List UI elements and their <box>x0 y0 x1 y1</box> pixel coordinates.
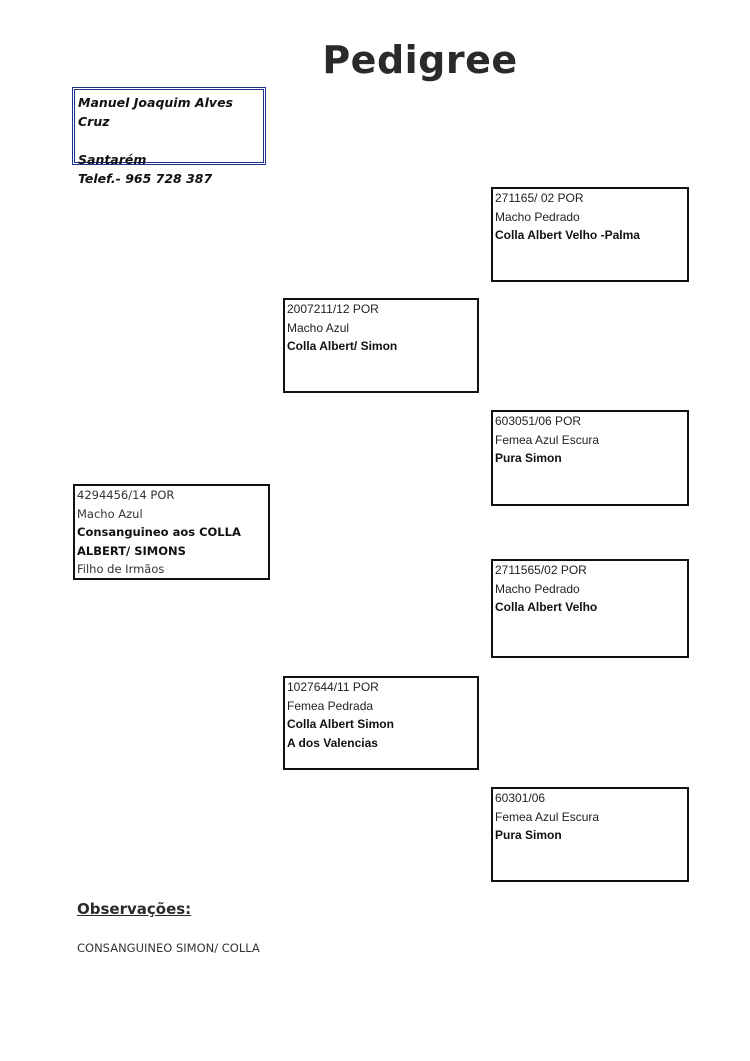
dam-dam-box: 60301/06 Femea Azul Escura Pura Simon <box>491 787 689 882</box>
subject-description: Macho Azul <box>77 506 143 521</box>
dam-description: Femea Pedrada <box>287 698 374 713</box>
dam-line-2: A dos Valencias <box>287 735 378 750</box>
sire-box: 2007211/12 POR Macho Azul Colla Albert/ … <box>283 298 479 393</box>
dam-line-1: Colla Albert Simon <box>287 717 394 731</box>
owner-spacer <box>78 131 261 150</box>
dam-sire-ring: 2711565/02 POR <box>495 563 587 577</box>
owner-city: Santarém <box>78 152 147 167</box>
owner-name: Manuel Joaquim Alves Cruz <box>78 95 233 129</box>
subject-box: 4294456/14 POR Macho Azul Consanguineo a… <box>73 484 270 580</box>
owner-phone: Telef.- 965 728 387 <box>78 171 213 186</box>
subject-ring: 4294456/14 POR <box>77 488 175 502</box>
sire-sire-description: Macho Pedrado <box>495 209 580 224</box>
subject-line-2: ALBERT/ SIMONS <box>77 543 186 558</box>
sire-line-1: Colla Albert/ Simon <box>287 339 398 353</box>
subject-note: Filho de Irmãos <box>77 562 165 576</box>
dam-sire-line-1: Colla Albert Velho <box>495 600 598 614</box>
observations-text: CONSANGUINEO SIMON/ COLLA <box>77 941 260 955</box>
sire-sire-line-1: Colla Albert Velho -Palma <box>495 228 640 242</box>
observations-heading: Observações: <box>77 900 192 918</box>
dam-sire-description: Macho Pedrado <box>495 581 580 596</box>
dam-box: 1027644/11 POR Femea Pedrada Colla Alber… <box>283 676 479 770</box>
dam-ring: 1027644/11 POR <box>287 680 379 694</box>
sire-sire-ring: 271165/ 02 POR <box>495 191 584 205</box>
dam-sire-box: 2711565/02 POR Macho Pedrado Colla Alber… <box>491 559 689 658</box>
dam-dam-ring: 60301/06 <box>495 791 546 805</box>
dam-dam-line-1: Pura Simon <box>495 828 562 842</box>
owner-box: Manuel Joaquim Alves Cruz Santarém Telef… <box>72 87 266 186</box>
dam-dam-description: Femea Azul Escura <box>495 809 600 824</box>
sire-dam-description: Femea Azul Escura <box>495 432 600 447</box>
subject-line-1: Consanguineo aos COLLA <box>77 525 241 539</box>
page-title: Pedigree <box>322 38 518 82</box>
sire-dam-ring: 603051/06 POR <box>495 414 582 428</box>
sire-description: Macho Azul <box>287 320 350 335</box>
sire-dam-line-1: Pura Simon <box>495 451 562 465</box>
sire-dam-box: 603051/06 POR Femea Azul Escura Pura Sim… <box>491 410 689 506</box>
sire-sire-box: 271165/ 02 POR Macho Pedrado Colla Alber… <box>491 187 689 282</box>
sire-ring: 2007211/12 POR <box>287 302 379 316</box>
